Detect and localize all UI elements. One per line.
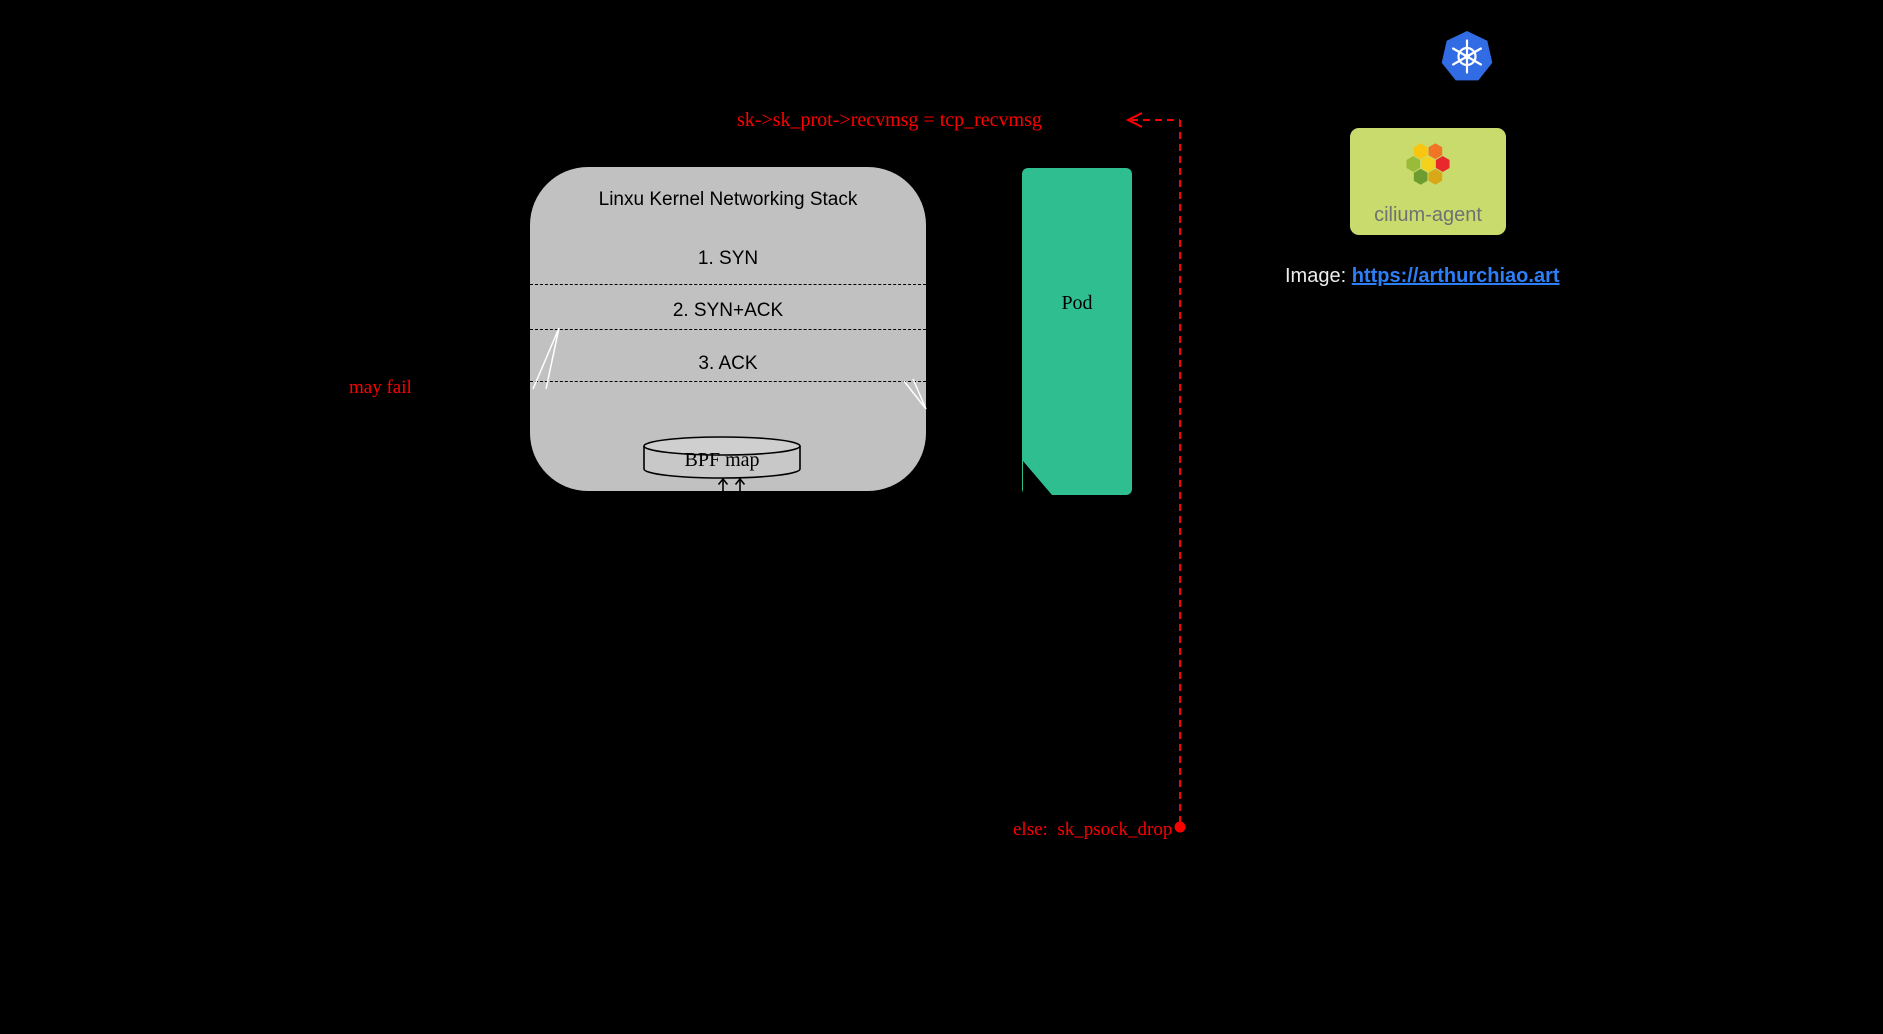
pod-label: Pod <box>1061 292 1093 314</box>
cilium-honeycomb-icon <box>1405 142 1451 186</box>
database-cylinder-icon <box>643 436 801 479</box>
divider-dashed-line <box>530 381 926 382</box>
credit-link[interactable]: https://arthurchiao.art <box>1351 265 1560 287</box>
cilium-agent-label: cilium-agent <box>1374 204 1482 226</box>
divider-dashed-line <box>530 329 926 330</box>
pod-box: Pod <box>1022 168 1132 495</box>
may-fail-annotation: may fail <box>349 377 412 398</box>
recvmsg-return-arrow <box>1125 112 1181 824</box>
divider-dashed-line <box>530 284 926 285</box>
bpf-map-label: BPF map <box>684 449 760 471</box>
handshake-step-ack: 3. ACK <box>698 353 758 374</box>
else-drop-annotation: else: sk_psock_drop <box>1013 819 1173 840</box>
handshake-step-synack: 2. SYN+ACK <box>672 300 784 321</box>
drop-endpoint-dot <box>1174 821 1186 833</box>
kubernetes-icon <box>1441 31 1493 81</box>
credit-prefix: Image: <box>1285 265 1347 287</box>
recvmsg-annotation: sk->sk_prot->recvmsg = tcp_recvmsg <box>737 109 1042 131</box>
cilium-agent-card: cilium-agent <box>1350 128 1506 235</box>
kernel-stack-title: Linxu Kernel Networking Stack <box>598 189 858 210</box>
handshake-step-syn: 1. SYN <box>697 248 759 269</box>
image-credit: Image: https://arthurchiao.art <box>1285 265 1560 288</box>
